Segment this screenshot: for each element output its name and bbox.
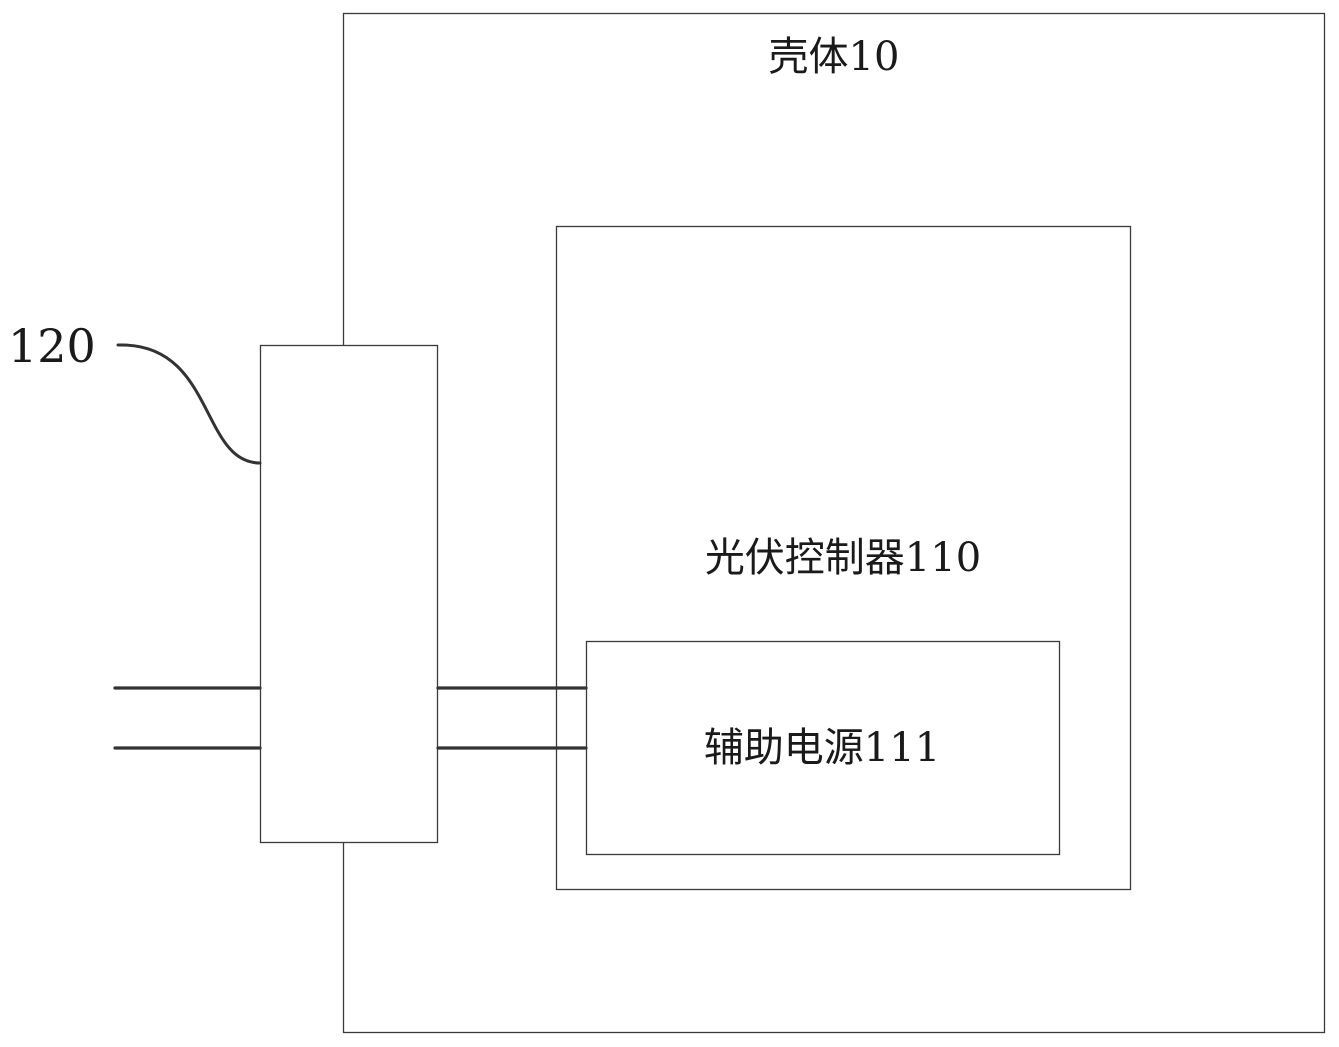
controller-label: 光伏控制器110 — [705, 535, 981, 581]
connector-leader-line — [116, 343, 262, 465]
connector-box — [259, 344, 439, 844]
housing-label: 壳体10 — [769, 34, 900, 80]
aux-power-label: 辅助电源111 — [704, 725, 940, 771]
connector-reference-label: 120 — [8, 319, 96, 373]
aux-power-box — [585, 640, 1061, 856]
